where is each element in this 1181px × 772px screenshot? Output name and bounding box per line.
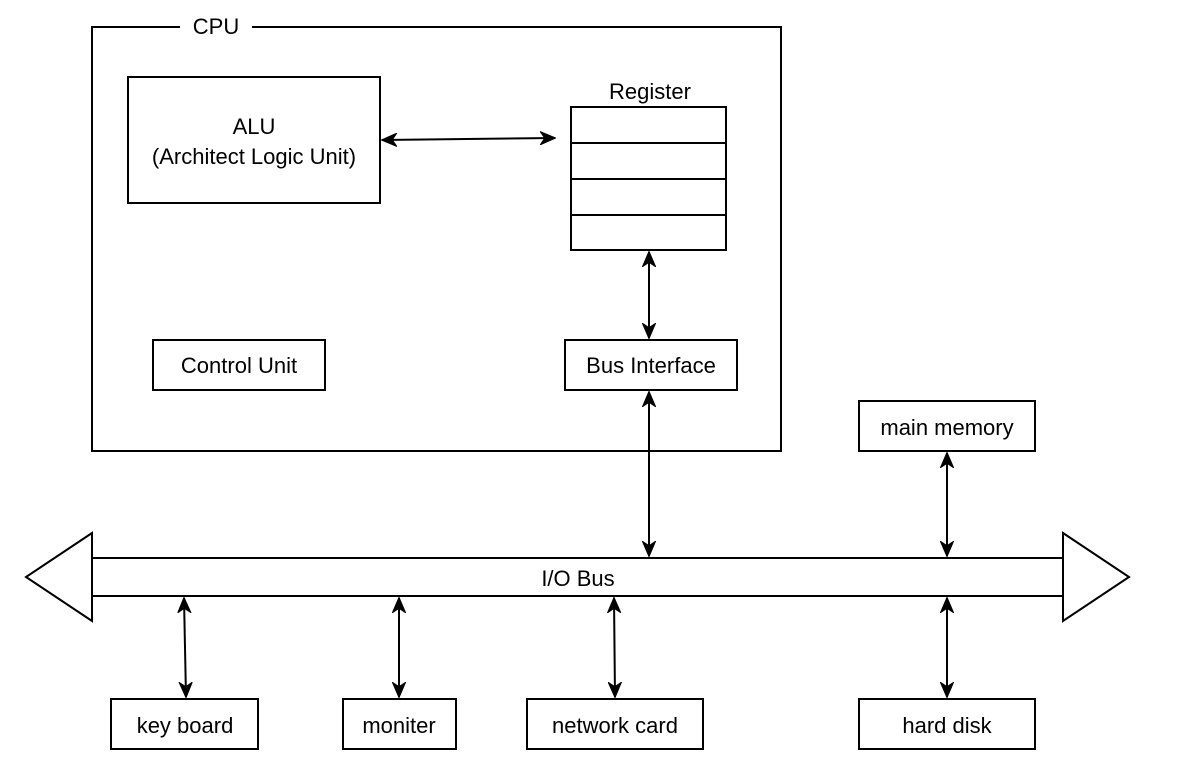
keyboard-io-bus-arrow — [184, 598, 186, 697]
main-memory-box — [858, 400, 1036, 452]
alu-label: ALU — [233, 114, 276, 139]
hard-disk-box — [858, 698, 1036, 750]
io-bus-label: I/O Bus — [541, 566, 614, 591]
network-card-io-bus-arrow — [614, 598, 615, 697]
alu-subtitle: (Architect Logic Unit) — [152, 144, 356, 169]
register-slot — [570, 142, 727, 180]
network-card-box — [526, 698, 704, 750]
control-unit-box — [152, 339, 326, 391]
keyboard-label: key board — [137, 713, 234, 738]
alu-box — [127, 76, 381, 204]
io-bus: I/O Bus — [24, 531, 1131, 623]
cpu-group: CPU ALU (Architect Logic Unit) Register … — [91, 14, 782, 452]
control-unit-label: Control Unit — [181, 353, 297, 378]
monitor-box — [342, 698, 457, 750]
monitor-label: moniter — [362, 713, 435, 738]
io-bus-left-arrowhead — [24, 531, 93, 623]
bus-interface-label: Bus Interface — [586, 353, 716, 378]
alu-register-arrow — [382, 138, 555, 140]
register-slot — [570, 214, 727, 251]
cpu-title: CPU — [193, 14, 239, 39]
register-slot — [570, 178, 727, 216]
register-slot — [570, 106, 727, 144]
main-memory-label: main memory — [880, 415, 1013, 440]
io-bus-right-arrowhead — [1062, 531, 1131, 623]
network-card-label: network card — [552, 713, 678, 738]
bus-interface-box — [564, 339, 738, 391]
register-title: Register — [609, 79, 691, 104]
io-bus-bar — [92, 558, 1063, 596]
cpu-title-gap — [180, 16, 252, 38]
keyboard-box — [110, 698, 259, 750]
hard-disk-label: hard disk — [902, 713, 992, 738]
